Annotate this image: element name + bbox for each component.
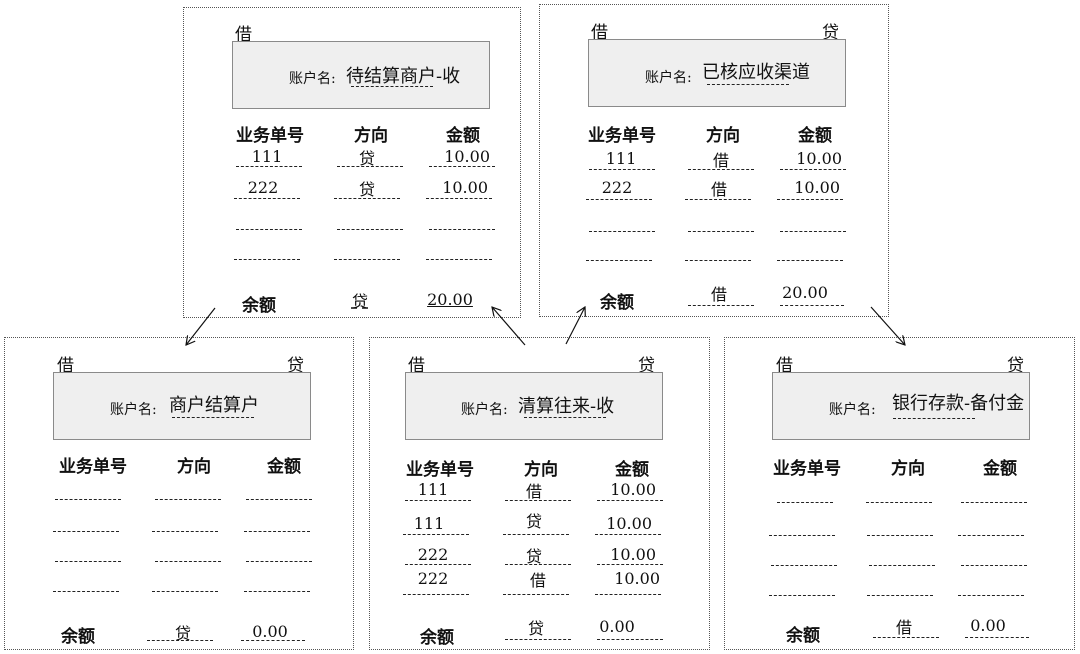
row1-biz-no: 111 xyxy=(251,147,283,166)
col-header-biz-no: 业务单号 xyxy=(236,126,304,146)
debit-side-label: 借 xyxy=(57,356,74,376)
row2-direction: 贷 xyxy=(358,180,375,199)
account-name-label: 账户名: xyxy=(110,402,157,418)
col-header-biz-no: 业务单号 xyxy=(588,126,656,146)
row2-amount: 10.00 xyxy=(442,178,488,197)
account-name-value: 已核应收渠道 xyxy=(702,62,810,83)
balance-amount: 20.00 xyxy=(427,290,473,309)
row1-biz-no: 111 xyxy=(417,480,449,499)
col-header-direction: 方向 xyxy=(177,457,211,477)
col-header-direction: 方向 xyxy=(354,126,388,146)
balance-amount: 0.00 xyxy=(599,617,635,636)
row2-biz-no: 222 xyxy=(601,178,633,197)
account-name-value: 银行存款-备付金 xyxy=(892,393,1025,414)
balance-direction: 贷 xyxy=(527,619,544,638)
row4-amount: 10.00 xyxy=(614,569,660,588)
arrow-pending-to-merchant xyxy=(186,307,216,345)
row1-amount: 10.00 xyxy=(610,480,656,499)
account-name-label: 账户名: xyxy=(645,70,692,86)
row2-biz-no: 111 xyxy=(413,514,445,533)
balance-direction: 贷 xyxy=(174,624,191,643)
col-header-biz-no: 业务单号 xyxy=(59,457,127,477)
credit-side-label: 贷 xyxy=(638,356,655,376)
col-header-amount: 金额 xyxy=(267,457,301,477)
credit-side-label: 贷 xyxy=(822,23,839,43)
account-pending-settlement: 借 账户名: 待结算商户-收 业务单号 方向 金额 111 贷 10.00 22… xyxy=(183,7,521,318)
account-name-box: 账户名: 商户结算户 xyxy=(53,372,311,440)
col-header-direction: 方向 xyxy=(891,459,925,479)
debit-side-label: 借 xyxy=(776,356,793,376)
arrow-clearing-to-pending xyxy=(492,307,526,346)
col-header-biz-no: 业务单号 xyxy=(773,459,841,479)
row2-amount: 10.00 xyxy=(794,178,840,197)
row2-direction: 贷 xyxy=(525,512,542,531)
account-name-label: 账户名: xyxy=(289,71,336,87)
row4-direction: 借 xyxy=(529,571,546,590)
balance-label: 余额 xyxy=(242,296,276,316)
col-header-amount: 金额 xyxy=(798,126,832,146)
arrow-clearing-to-receivable xyxy=(565,307,585,345)
row4-biz-no: 222 xyxy=(417,569,449,588)
account-name-box: 账户名: 银行存款-备付金 xyxy=(772,372,1030,440)
col-header-amount: 金额 xyxy=(446,126,480,146)
account-bank-reserve: 借 贷 账户名: 银行存款-备付金 业务单号 方向 金额 余额 借 0.00 xyxy=(724,337,1075,650)
row1-direction: 借 xyxy=(712,151,729,170)
account-name-box: 账户名: 待结算商户-收 xyxy=(232,41,490,109)
col-header-biz-no: 业务单号 xyxy=(406,460,474,480)
credit-side-label: 贷 xyxy=(1007,356,1024,376)
account-name-label: 账户名: xyxy=(461,402,508,418)
row2-amount: 10.00 xyxy=(606,514,652,533)
col-header-amount: 金额 xyxy=(983,459,1017,479)
account-name-label: 账户名: xyxy=(829,402,876,418)
account-name-box: 账户名: 已核应收渠道 xyxy=(588,39,846,107)
balance-direction: 借 xyxy=(710,285,727,304)
account-clearing: 借 贷 账户名: 清算往来-收 业务单号 方向 金额 111 借 10.00 1… xyxy=(369,337,710,650)
account-merchant-settlement: 借 贷 账户名: 商户结算户 业务单号 方向 金额 余额 贷 0.00 xyxy=(4,337,354,650)
account-name-box: 账户名: 清算往来-收 xyxy=(405,372,663,440)
row3-amount: 10.00 xyxy=(610,545,656,564)
balance-amount: 0.00 xyxy=(252,622,288,641)
balance-label: 余额 xyxy=(600,293,634,313)
col-header-direction: 方向 xyxy=(706,126,740,146)
row3-direction: 贷 xyxy=(525,547,542,566)
row2-biz-no: 222 xyxy=(247,178,279,197)
debit-side-label: 借 xyxy=(591,23,608,43)
balance-label: 余额 xyxy=(786,626,820,646)
row1-direction: 借 xyxy=(525,482,542,501)
balance-label: 余额 xyxy=(420,628,454,648)
col-header-direction: 方向 xyxy=(524,460,558,480)
col-header-amount: 金额 xyxy=(615,460,649,480)
account-verified-receivable: 借 贷 账户名: 已核应收渠道 业务单号 方向 金额 111 借 10.00 2… xyxy=(539,4,889,317)
balance-amount: 20.00 xyxy=(782,283,828,302)
balance-direction: 贷 xyxy=(351,292,368,311)
debit-side-label: 借 xyxy=(235,25,252,45)
balance-direction: 借 xyxy=(895,618,912,637)
row1-biz-no: 111 xyxy=(605,149,637,168)
arrow-receivable-to-bank xyxy=(870,306,905,345)
balance-amount: 0.00 xyxy=(970,616,1006,635)
account-name-value: 待结算商户-收 xyxy=(346,66,461,87)
debit-side-label: 借 xyxy=(408,356,425,376)
row1-direction: 贷 xyxy=(358,149,375,168)
row1-amount: 10.00 xyxy=(796,149,842,168)
row1-amount: 10.00 xyxy=(444,147,490,166)
row3-biz-no: 222 xyxy=(417,545,449,564)
credit-side-label: 贷 xyxy=(287,356,304,376)
balance-label: 余额 xyxy=(61,627,95,647)
row2-direction: 借 xyxy=(710,180,727,199)
account-name-value: 商户结算户 xyxy=(169,395,259,416)
account-name-value: 清算往来-收 xyxy=(518,396,615,417)
